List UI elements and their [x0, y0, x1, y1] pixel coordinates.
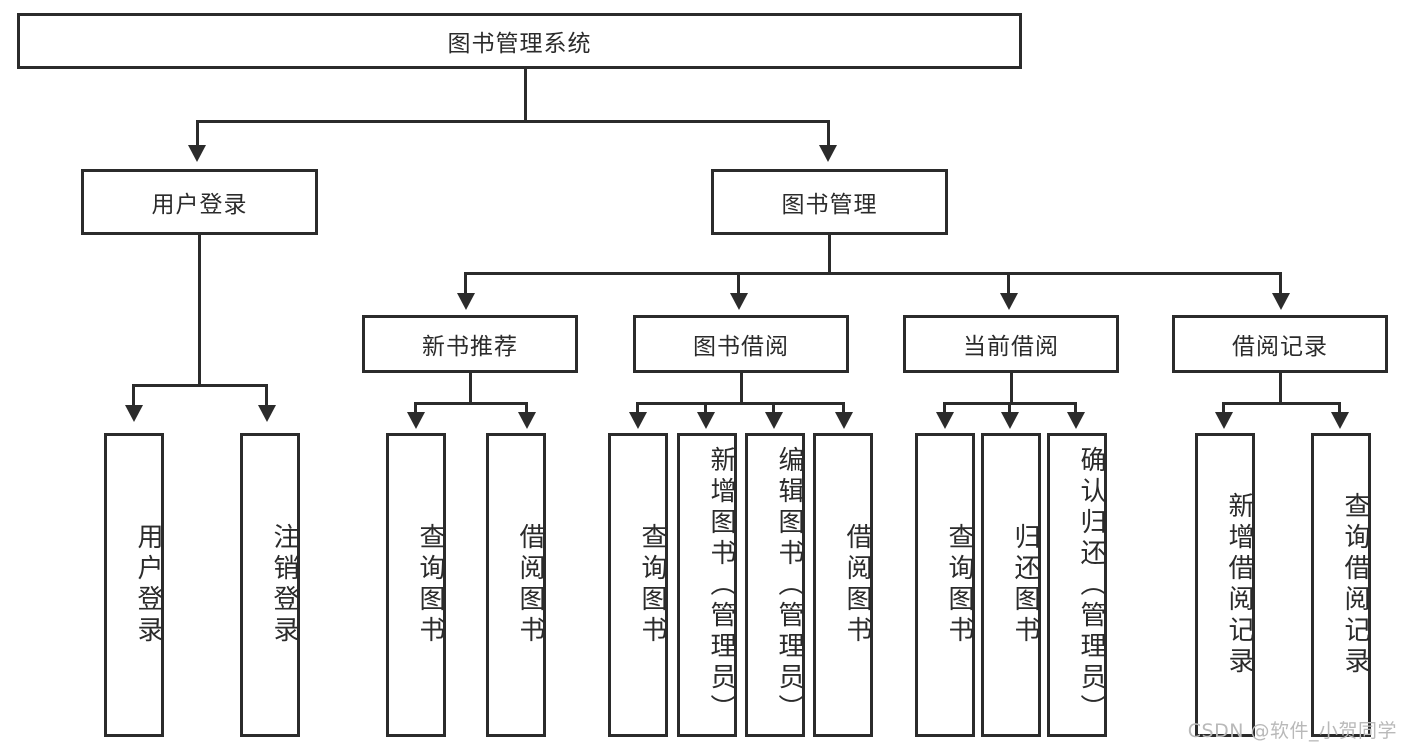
- edge-borrow-record-bus: [1222, 402, 1341, 405]
- edge-cb-drop-1: [943, 402, 946, 414]
- node-label: 查询图书: [637, 523, 667, 647]
- arrowhead-leaf-user-login: [125, 405, 143, 422]
- node-label: 图书管理系统: [447, 31, 592, 57]
- arrowhead-leaf-confirm-return: [1067, 412, 1085, 429]
- node-label: 用户登录: [151, 192, 248, 218]
- edge-borrow-record-stem: [1279, 373, 1282, 402]
- edge-nbr-drop-2: [525, 402, 528, 414]
- node-label: 确认归还（管理员）: [1076, 445, 1106, 725]
- node-leaf-query-book-2[interactable]: 查询图书: [608, 433, 668, 737]
- edge-user-login-drop-1: [132, 384, 135, 406]
- edge-bm-drop-3: [1007, 272, 1010, 294]
- node-new-book-recommend[interactable]: 新书推荐: [362, 315, 578, 373]
- arrowhead-new-book-recommend: [457, 293, 475, 310]
- node-book-management[interactable]: 图书管理: [711, 169, 948, 235]
- edge-nbr-drop-1: [414, 402, 417, 414]
- edge-cb-drop-3: [1074, 402, 1077, 414]
- arrowhead-to-user-login: [188, 145, 206, 162]
- node-book-borrow[interactable]: 图书借阅: [633, 315, 849, 373]
- node-label: 当前借阅: [963, 334, 1059, 360]
- edge-user-login-drop-2: [265, 384, 268, 406]
- node-leaf-confirm-return[interactable]: 确认归还（管理员）: [1047, 433, 1107, 737]
- node-label: 查询图书: [415, 523, 445, 647]
- arrowhead-leaf-logout-login: [258, 405, 276, 422]
- edge-bm-drop-2: [737, 272, 740, 294]
- arrowhead-leaf-query-borrow-record: [1331, 412, 1349, 429]
- arrowhead-to-book-management: [819, 145, 837, 162]
- edge-new-book-recommend-stem: [469, 373, 472, 402]
- arrowhead-leaf-edit-book: [765, 412, 783, 429]
- edge-current-borrow-stem: [1010, 373, 1013, 402]
- node-borrow-record[interactable]: 借阅记录: [1172, 315, 1388, 373]
- node-leaf-edit-book[interactable]: 编辑图书（管理员）: [745, 433, 805, 737]
- edge-root-stem: [524, 69, 527, 120]
- edge-bb-drop-1: [636, 402, 639, 414]
- arrowhead-leaf-borrow-book-1: [518, 412, 536, 429]
- edge-bb-drop-4: [842, 402, 845, 414]
- arrowhead-leaf-query-book-1: [407, 412, 425, 429]
- edge-root-to-user-login: [196, 120, 199, 146]
- node-leaf-query-book-3[interactable]: 查询图书: [915, 433, 975, 737]
- node-label: 图书借阅: [693, 334, 789, 360]
- node-label: 新书推荐: [422, 334, 518, 360]
- node-user-login[interactable]: 用户登录: [81, 169, 318, 235]
- arrowhead-leaf-query-book-3: [936, 412, 954, 429]
- arrowhead-leaf-borrow-book-2: [835, 412, 853, 429]
- node-label: 图书管理: [781, 192, 878, 218]
- node-label: 查询借阅记录: [1340, 492, 1370, 678]
- node-leaf-user-login[interactable]: 用户登录: [104, 433, 164, 737]
- node-label: 注销登录: [269, 523, 299, 647]
- arrowhead-current-borrow: [1000, 293, 1018, 310]
- node-leaf-query-borrow-record[interactable]: 查询借阅记录: [1311, 433, 1371, 737]
- edge-new-book-recommend-bus: [414, 402, 528, 405]
- arrowhead-leaf-return-book: [1001, 412, 1019, 429]
- edge-bb-drop-3: [772, 402, 775, 414]
- node-label: 借阅图书: [842, 523, 872, 647]
- edge-root-bus: [196, 120, 830, 123]
- node-label: 新增图书（管理员）: [706, 445, 736, 725]
- edge-book-management-stem: [828, 235, 831, 272]
- node-label: 编辑图书（管理员）: [774, 445, 804, 725]
- node-leaf-logout-login[interactable]: 注销登录: [240, 433, 300, 737]
- arrowhead-book-borrow: [730, 293, 748, 310]
- edge-cb-drop-2: [1008, 402, 1011, 414]
- node-leaf-borrow-book-1[interactable]: 借阅图书: [486, 433, 546, 737]
- node-label: 用户登录: [133, 523, 163, 647]
- node-current-borrow[interactable]: 当前借阅: [903, 315, 1119, 373]
- node-leaf-return-book[interactable]: 归还图书: [981, 433, 1041, 737]
- edge-br-drop-1: [1222, 402, 1225, 414]
- node-leaf-add-borrow-record[interactable]: 新增借阅记录: [1195, 433, 1255, 737]
- node-leaf-add-book[interactable]: 新增图书（管理员）: [677, 433, 737, 737]
- edge-br-drop-2: [1338, 402, 1341, 414]
- edge-user-login-stem: [198, 235, 201, 384]
- edge-book-management-bus: [464, 272, 1282, 275]
- node-leaf-borrow-book-2[interactable]: 借阅图书: [813, 433, 873, 737]
- node-label: 借阅图书: [515, 523, 545, 647]
- node-label: 查询图书: [944, 523, 974, 647]
- arrowhead-leaf-add-book: [697, 412, 715, 429]
- arrowhead-leaf-query-book-2: [629, 412, 647, 429]
- node-root-book-management-system[interactable]: 图书管理系统: [17, 13, 1022, 69]
- node-leaf-query-book-1[interactable]: 查询图书: [386, 433, 446, 737]
- arrowhead-leaf-add-borrow-record: [1215, 412, 1233, 429]
- edge-bm-drop-4: [1279, 272, 1282, 294]
- arrowhead-borrow-record: [1272, 293, 1290, 310]
- edge-root-to-book-management: [827, 120, 830, 146]
- edge-bm-drop-1: [464, 272, 467, 294]
- node-label: 归还图书: [1010, 523, 1040, 647]
- node-label: 新增借阅记录: [1224, 492, 1254, 678]
- edge-book-borrow-bus: [636, 402, 845, 405]
- edge-user-login-bus: [132, 384, 268, 387]
- edge-bb-drop-2: [704, 402, 707, 414]
- node-label: 借阅记录: [1232, 334, 1328, 360]
- edge-book-borrow-stem: [740, 373, 743, 402]
